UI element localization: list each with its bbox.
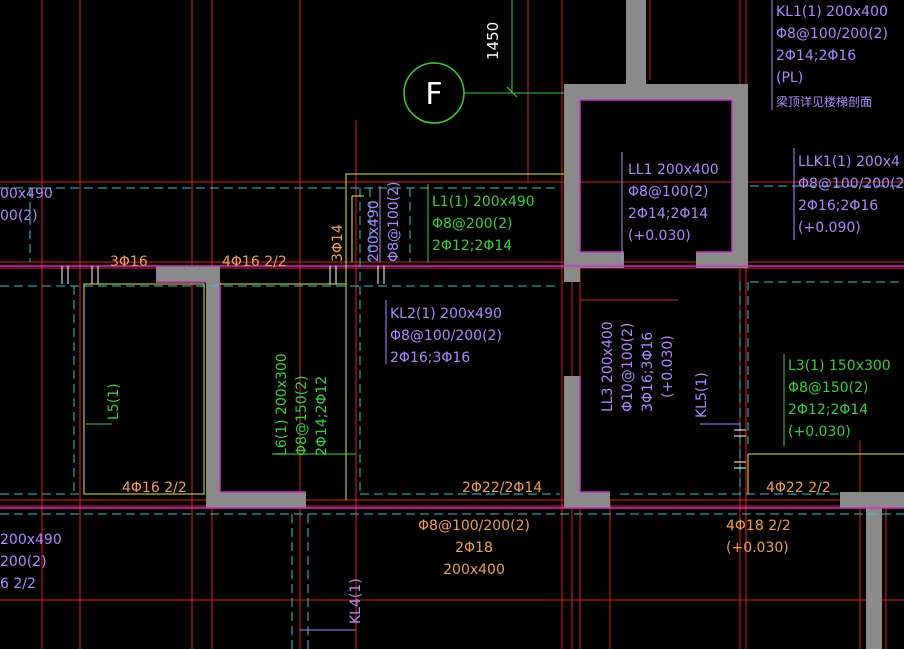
label-l1[interactable]: L1(1) 200x490 Φ8@200(2) 2Φ12;2Φ14: [432, 194, 535, 254]
label-line: LLK1(1) 200x4: [798, 154, 900, 170]
label-l6[interactable]: L6(1) 200x300 Φ8@150(2) 2Φ14;2Φ12: [274, 353, 330, 456]
slab-edge-lines: [83, 173, 904, 500]
label-line: 2Φ16;2Φ16: [798, 198, 878, 214]
label-line: KL1(1) 200x400: [776, 4, 888, 20]
rebar-note[interactable]: 3Φ14: [330, 224, 346, 262]
label-kl4[interactable]: KL4(1): [348, 578, 364, 624]
label-ll1[interactable]: LL1 200x400 Φ8@100(2) 2Φ14;2Φ14 (+0.030): [628, 162, 719, 244]
rebar-note[interactable]: 2Φ22/2Φ14: [462, 480, 542, 496]
label-line: 2Φ14;2Φ14: [628, 206, 708, 222]
label-vertical-200x490[interactable]: 200x490 Φ8@100(2): [366, 182, 402, 262]
label-line: 4Φ18 2/2: [726, 518, 791, 534]
label-line: (+0.090): [798, 220, 861, 236]
label-kl5[interactable]: KL5(1): [694, 372, 710, 418]
label-line: 2Φ12;2Φ14: [788, 402, 868, 418]
label-line: Φ8@150(2): [294, 376, 310, 456]
label-line: LL1 200x400: [628, 162, 719, 178]
label-line: L3(1) 150x300: [788, 358, 891, 374]
label-line: (+0.030): [628, 228, 691, 244]
dimension-1450: 1450: [484, 0, 518, 98]
label-line: 6 2/2: [0, 576, 36, 592]
label-line: L6(1) 200x300: [274, 353, 290, 456]
label-line: Φ8@100(2): [386, 182, 402, 262]
label-line: 2Φ14;2Φ12: [314, 376, 330, 456]
label-ll3[interactable]: LL3 200x400 Φ10@100(2) 3Φ16;3Φ16 (+0.030…: [600, 321, 676, 412]
label-line: KL2(1) 200x490: [390, 306, 502, 322]
label-line: (+0.030): [660, 335, 676, 398]
grid-axis-f[interactable]: F: [403, 62, 564, 124]
axis-label: F: [425, 77, 442, 112]
label-line: LL3 200x400: [600, 321, 616, 412]
label-line: (+0.030): [788, 424, 851, 440]
label-line: Φ8@100/200(2): [418, 518, 530, 534]
label-line: Φ8@100/200(2): [390, 328, 502, 344]
label-line: Φ10@100(2): [620, 323, 636, 412]
label-line: (PL): [776, 70, 803, 86]
rebar-note[interactable]: 4Φ16 2/2: [222, 254, 287, 270]
label-line: 00x490: [0, 186, 53, 202]
wall-outlines: [0, 99, 904, 509]
label-line: 200x400: [443, 562, 505, 578]
rebar-tick-marks: [61, 266, 746, 469]
wall-fills: [156, 0, 904, 649]
label-line: 3Φ16;3Φ16: [640, 332, 656, 412]
label-kl1[interactable]: KL1(1) 200x400 Φ8@100/200(2) 2Φ14;2Φ16 (…: [776, 4, 888, 109]
label-left-partial[interactable]: 00x490 00(2): [0, 186, 53, 224]
label-line: 2Φ14;2Φ16: [776, 48, 856, 64]
label-leaders: [86, 0, 795, 631]
dimension-text: 1450: [484, 22, 502, 60]
label-line: (+0.030): [726, 540, 789, 556]
label-line: Φ8@200(2): [432, 216, 512, 232]
label-bottom-center[interactable]: Φ8@100/200(2) 2Φ18 200x400: [418, 518, 530, 578]
label-line: 2Φ18: [455, 540, 493, 556]
label-line: Φ8@150(2): [788, 380, 868, 396]
label-line: 200x490: [366, 200, 382, 262]
label-bottom-left[interactable]: 200x490 200(2) 6 2/2: [0, 532, 62, 592]
label-line: 200x490: [0, 532, 62, 548]
label-line: 2Φ12;2Φ14: [432, 238, 512, 254]
label-line: Φ8@100/200(2: [798, 176, 904, 192]
label-line: 梁顶详见楼梯剖面: [776, 94, 872, 109]
rebar-note[interactable]: 4Φ16 2/2: [122, 480, 187, 496]
label-line: Φ8@100/200(2): [776, 26, 888, 42]
dimension-tick: [506, 86, 518, 98]
rebar-note[interactable]: 3Φ16: [110, 254, 148, 270]
label-l3[interactable]: L3(1) 150x300 Φ8@150(2) 2Φ12;2Φ14 (+0.03…: [788, 358, 891, 440]
label-line: 200(2): [0, 554, 47, 570]
label-llk1[interactable]: LLK1(1) 200x4 Φ8@100/200(2 2Φ16;2Φ16 (+0…: [798, 154, 904, 236]
rebar-note[interactable]: 4Φ22 2/2: [766, 480, 831, 496]
label-l5[interactable]: L5(1): [106, 383, 122, 420]
label-line: 00(2): [0, 208, 38, 224]
label-bottom-right[interactable]: 4Φ18 2/2 (+0.030): [726, 518, 791, 556]
label-kl2[interactable]: KL2(1) 200x490 Φ8@100/200(2) 2Φ16;3Φ16: [390, 306, 502, 366]
label-line: 2Φ16;3Φ16: [390, 350, 470, 366]
label-line: L1(1) 200x490: [432, 194, 535, 210]
label-line: Φ8@100(2): [628, 184, 708, 200]
